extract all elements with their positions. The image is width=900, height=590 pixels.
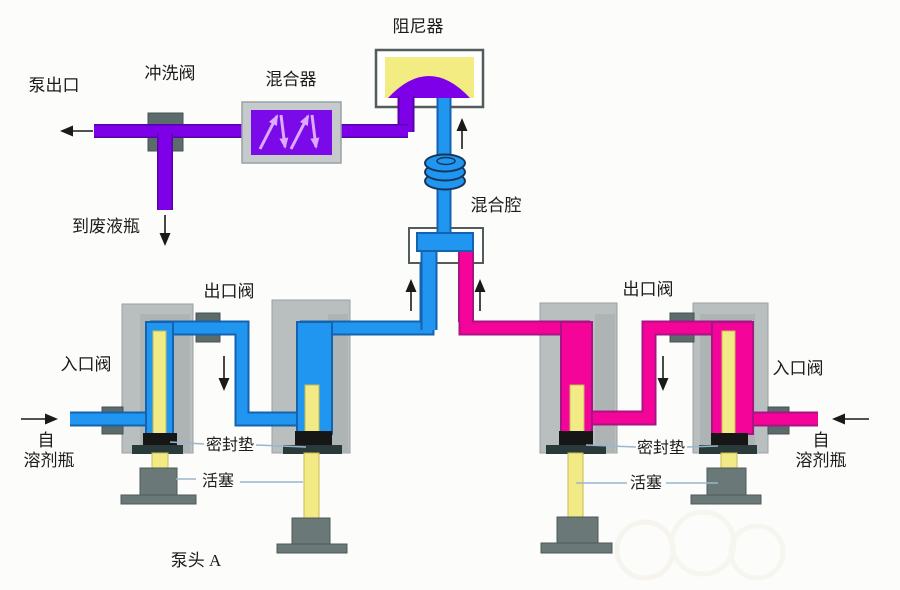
seal-left-label: 密封垫 bbox=[206, 436, 254, 454]
right-pump-left-inner-panel bbox=[595, 314, 615, 453]
left-pump-left-rod bbox=[152, 330, 167, 436]
left-pump-left-seal bbox=[132, 433, 183, 454]
damper-dome bbox=[388, 76, 470, 98]
left-pump-left-rod-exposed bbox=[151, 452, 169, 470]
left-pump-right-rod bbox=[304, 384, 320, 436]
right-pump-left-piston bbox=[540, 516, 613, 554]
flow-arrows bbox=[21, 118, 869, 425]
to-waste-label: 到废液瓶 bbox=[72, 217, 140, 236]
mixer-zigzag-arrows bbox=[258, 114, 320, 150]
inlet-valve-right-label: 入口阀 bbox=[773, 359, 824, 378]
right-pump-left-seal bbox=[546, 431, 606, 454]
mixer-box bbox=[241, 101, 342, 164]
flush-valve-label: 冲洗阀 bbox=[145, 64, 196, 83]
left-pump-left-piston bbox=[120, 467, 197, 505]
from-solvent-right-line1: 自 bbox=[813, 431, 830, 450]
watermark bbox=[614, 509, 786, 581]
outlet-valve-left-label: 出口阀 bbox=[204, 282, 255, 301]
seal-left-leader-b bbox=[255, 444, 307, 448]
from-solvent-left-line2: 溶剂瓶 bbox=[24, 451, 75, 470]
labels: 泵出口 冲洗阀 混合器 阻尼器 到废液瓶 混合腔 出口阀 出口阀 入口阀 入口阀… bbox=[24, 17, 847, 570]
right-pump-left-rod-exposed bbox=[567, 452, 584, 520]
mixing-chamber-label: 混合腔 bbox=[471, 196, 522, 215]
top-assembly bbox=[94, 48, 485, 330]
left-pump-right-rod-exposed bbox=[303, 452, 320, 520]
seal-left-leader-a bbox=[169, 441, 205, 445]
mixer-label: 混合器 bbox=[266, 70, 317, 89]
seal-right-leader-b bbox=[686, 445, 719, 448]
seal-right-leader-a bbox=[585, 444, 637, 448]
right-pump-right-rod-exposed bbox=[720, 452, 738, 470]
right-pump-right-seal bbox=[699, 433, 757, 454]
pump-outlet-label: 泵出口 bbox=[29, 76, 80, 95]
seal-right-label: 密封垫 bbox=[637, 439, 685, 457]
right-pump-right-piston bbox=[690, 467, 762, 505]
damper-label: 阻尼器 bbox=[393, 17, 444, 36]
outlet-valve-right-label: 出口阀 bbox=[623, 280, 674, 299]
pump-head-a-label: 泵头 A bbox=[171, 551, 222, 570]
left-pump-head bbox=[70, 246, 435, 554]
left-pump-right-seal bbox=[283, 431, 342, 454]
right-pump-head bbox=[458, 246, 818, 554]
pulse-coil bbox=[424, 153, 466, 191]
from-solvent-right-line2: 溶剂瓶 bbox=[796, 451, 847, 470]
right-pump-right-rod bbox=[721, 330, 736, 436]
piston-left-label: 活塞 bbox=[202, 472, 234, 490]
mixing-chamber-tee bbox=[416, 232, 474, 330]
leader-lines bbox=[169, 441, 719, 484]
left-pump-right-piston bbox=[276, 517, 348, 554]
right-pump-left-rod bbox=[569, 384, 585, 436]
inlet-valve-left-label: 入口阀 bbox=[61, 355, 112, 374]
piston-right-label: 活塞 bbox=[630, 474, 662, 492]
from-solvent-left-line1: 自 bbox=[38, 431, 55, 450]
